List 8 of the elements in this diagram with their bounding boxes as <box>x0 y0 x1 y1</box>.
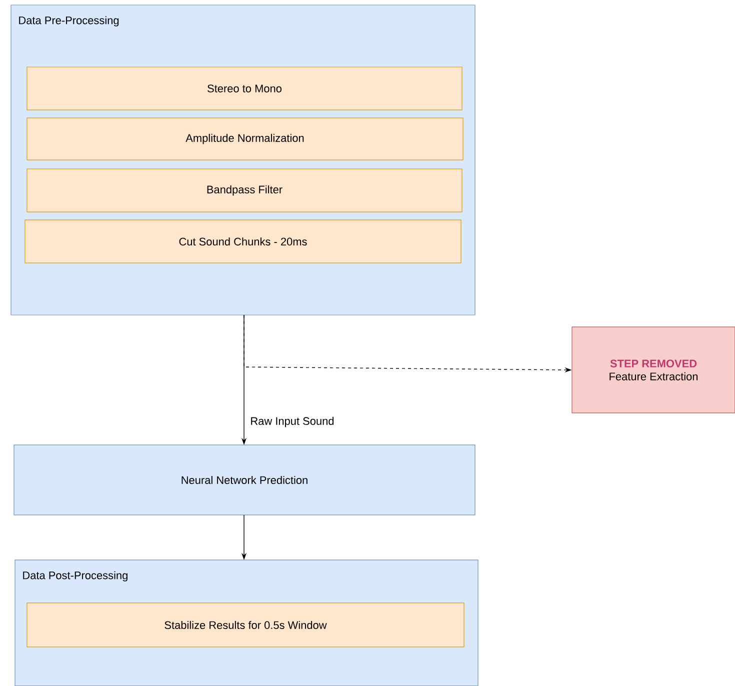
step-box: Bandpass Filter <box>26 168 462 212</box>
step-box: Stabilize Results for 0.5s Window <box>26 602 464 648</box>
step-box: Cut Sound Chunks - 20ms <box>24 220 462 264</box>
step-box: Amplitude Normalization <box>26 118 464 160</box>
edge-label: Raw Input Sound <box>249 416 336 428</box>
step-box: Stereo to Mono <box>26 66 462 110</box>
removed-step-box: STEP REMOVED Feature Extraction <box>572 326 735 414</box>
process-box: Neural Network Prediction <box>14 444 476 516</box>
